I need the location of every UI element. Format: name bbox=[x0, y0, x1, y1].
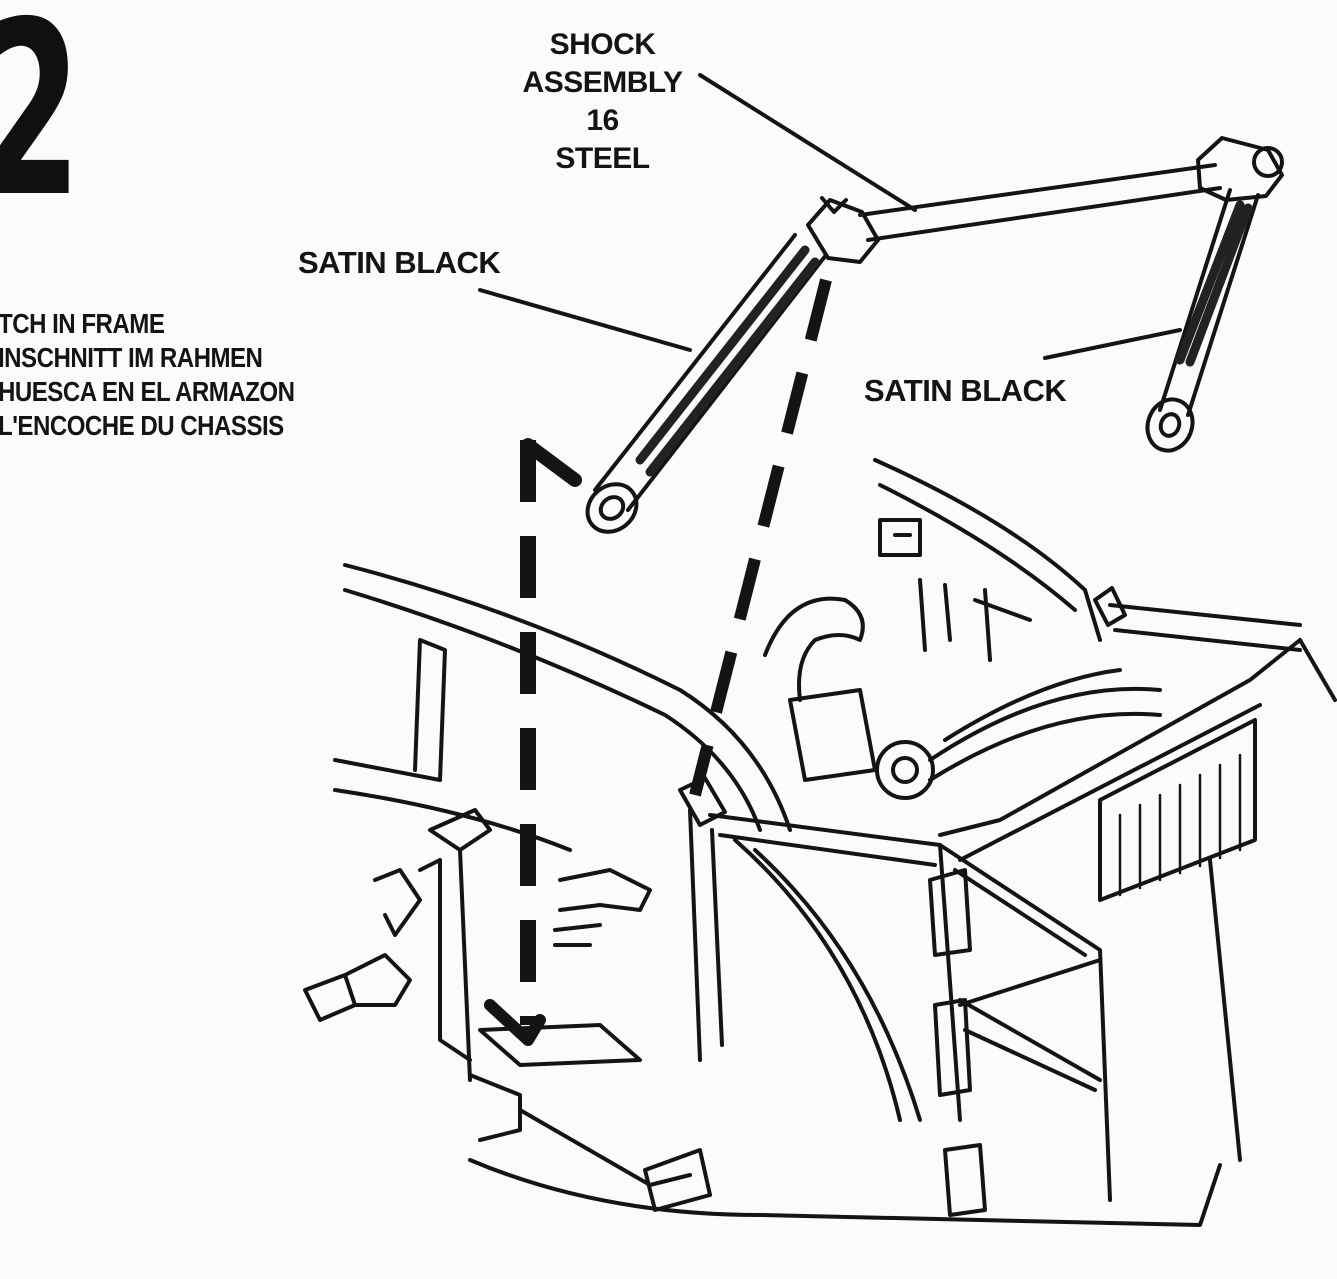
notch-label-english: TCH IN FRAME bbox=[0, 308, 165, 339]
front-shock-mounts bbox=[928, 868, 972, 1097]
engine-pulley bbox=[875, 740, 935, 800]
cage-top-rail bbox=[1108, 603, 1302, 652]
upper-frame-rail-2 bbox=[343, 588, 762, 832]
shock-assembly-part bbox=[585, 136, 1284, 534]
shock-assembly-line-1: SHOCK bbox=[549, 28, 656, 61]
step-number: 2 bbox=[0, 0, 82, 230]
frame-assembly bbox=[303, 458, 1337, 1227]
engine-brackets bbox=[918, 578, 1032, 662]
left-mount-tab bbox=[820, 196, 848, 214]
left-shock-outer bbox=[593, 233, 828, 512]
lower-frame-tab bbox=[943, 1143, 987, 1217]
notch-label-french: L'ENCOCHE DU CHASSIS bbox=[0, 410, 284, 441]
satin-black-label-left: SATIN BLACK bbox=[298, 245, 501, 280]
steering-knuckle bbox=[373, 868, 422, 937]
leader-satin-black-left bbox=[478, 288, 692, 352]
left-shock-inner bbox=[635, 245, 820, 477]
shock-crossbar bbox=[858, 163, 1222, 242]
right-mount-bolt bbox=[1252, 146, 1284, 178]
right-shock-eye-hole bbox=[1158, 412, 1182, 438]
guide-hook-bottom bbox=[484, 999, 546, 1046]
upper-notch bbox=[1093, 586, 1127, 627]
lower-control-arm bbox=[468, 1073, 692, 1187]
radiator-fins bbox=[1118, 753, 1242, 897]
right-shock-eye bbox=[1145, 397, 1195, 453]
tie-rod-end bbox=[558, 868, 652, 912]
guide-dashed-diagonal bbox=[689, 278, 832, 797]
notch-label-german: INSCHNITT IM RAHMEN bbox=[0, 342, 263, 373]
steering-link bbox=[428, 808, 492, 1082]
engine-hose bbox=[763, 596, 865, 702]
tie-rod-lines bbox=[553, 923, 602, 947]
left-shock-eye-hole bbox=[598, 495, 626, 521]
engine-fitting bbox=[878, 518, 922, 557]
shock-assembly-material: STEEL bbox=[555, 142, 650, 175]
shock-assembly-label: SHOCK ASSEMBLY 16 STEEL bbox=[515, 26, 690, 178]
left-shock-eye bbox=[585, 482, 639, 534]
shock-assembly-line-2: ASSEMBLY bbox=[522, 66, 683, 99]
frame-bottom-rail bbox=[468, 1158, 1222, 1227]
skid-plate bbox=[478, 1023, 642, 1067]
cage-side-bar bbox=[938, 843, 1112, 1202]
frame-gusset bbox=[333, 638, 447, 782]
upper-frame-rail-1 bbox=[343, 563, 792, 832]
notch-in-frame-label: TCH IN FRAME INSCHNITT IM RAHMEN HUESCA … bbox=[0, 307, 295, 443]
engine-pulley-hub bbox=[891, 756, 919, 784]
satin-black-label-right: SATIN BLACK bbox=[864, 373, 1067, 408]
left-mount-bracket bbox=[806, 198, 880, 264]
right-shock-outer bbox=[1158, 188, 1260, 417]
engine-belts bbox=[928, 668, 1162, 782]
cage-curved-bar bbox=[733, 838, 922, 1122]
right-shock-inner bbox=[1175, 200, 1253, 367]
cage-rear-hoop bbox=[873, 458, 1102, 642]
leader-lines bbox=[478, 73, 1182, 360]
guide-arrow-head bbox=[521, 438, 582, 487]
radiator bbox=[1098, 718, 1257, 902]
right-mount-bracket bbox=[1196, 136, 1284, 202]
lower-ball-joint bbox=[643, 1148, 712, 1212]
cage-front-bar bbox=[938, 638, 1302, 862]
cage-cross-brace bbox=[958, 958, 1102, 1092]
frame-right-edge bbox=[1208, 638, 1337, 1162]
steering-arm bbox=[418, 858, 472, 1062]
axle-stub bbox=[303, 953, 412, 1022]
notch-label-spanish: HUESCA EN EL ARMAZON bbox=[0, 376, 295, 407]
cage-upright-left bbox=[688, 808, 724, 1062]
leader-shock-assembly bbox=[698, 73, 917, 212]
frame-notch bbox=[678, 776, 727, 827]
engine-alternator bbox=[788, 688, 877, 782]
cage-top-bar bbox=[708, 813, 962, 1122]
shock-assembly-part-number: 16 bbox=[586, 104, 619, 137]
leader-satin-black-right bbox=[1043, 328, 1182, 360]
